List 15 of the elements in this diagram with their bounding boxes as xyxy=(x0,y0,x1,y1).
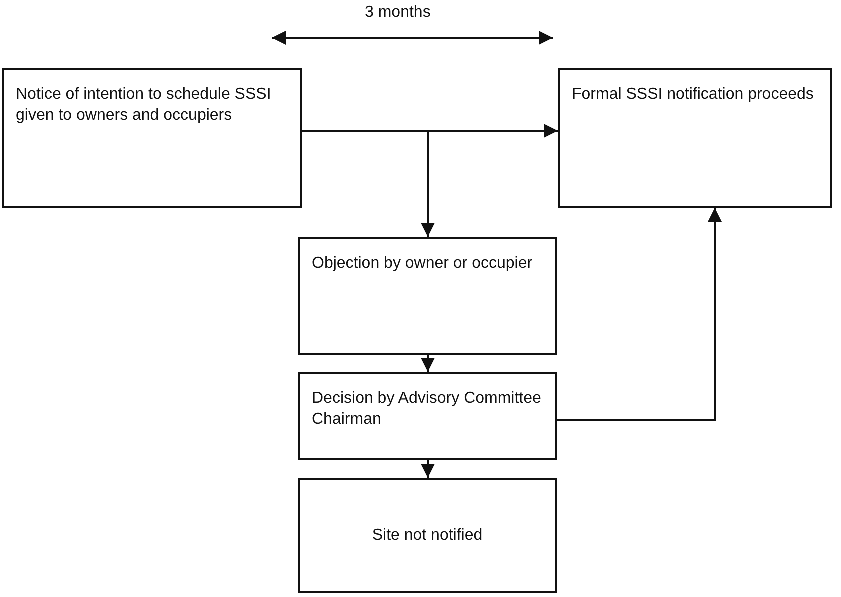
process-box xyxy=(298,478,557,593)
arrow xyxy=(557,208,722,421)
arrow xyxy=(302,130,435,237)
process-box xyxy=(298,372,557,460)
duration-label: 3 months xyxy=(365,4,431,22)
process-box xyxy=(298,237,557,355)
box-text: Notice of intention to schedule SSSI given to owners and occupiers xyxy=(16,85,272,126)
box-text: Site not notified xyxy=(372,526,483,546)
process-box xyxy=(2,68,302,208)
box-text: Formal SSSI notification proceeds xyxy=(572,85,815,105)
process-box xyxy=(558,68,832,208)
box-text: Objection by owner or occupier xyxy=(312,254,534,274)
arrow xyxy=(421,355,435,372)
box-text: Decision by Advisory Committee Chairman xyxy=(312,389,542,430)
arrow xyxy=(421,460,435,478)
